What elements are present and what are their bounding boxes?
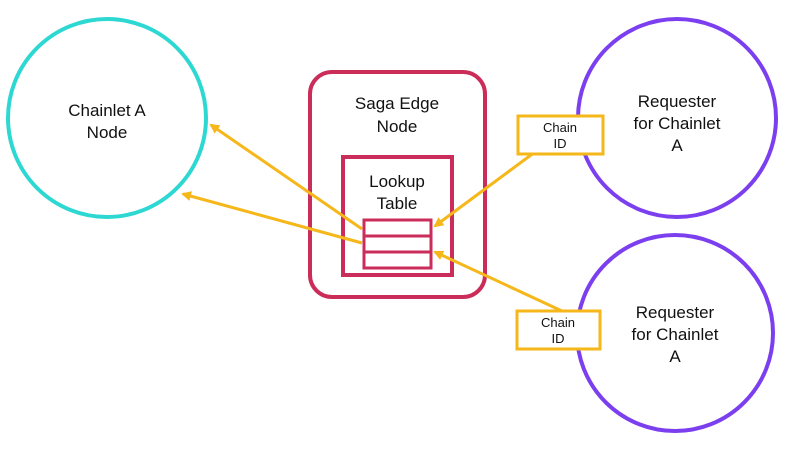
lookup-row	[362, 218, 433, 238]
chain-id-tag-top-box	[516, 114, 605, 156]
arrows	[181, 123, 578, 320]
chainlet-a-label-line2: Node	[87, 123, 128, 142]
chain-id-tag-bottom-line2: ID	[552, 331, 565, 346]
requester-bottom-line1: Requester	[636, 303, 715, 322]
saga-edge-label-line1: Saga Edge	[355, 94, 439, 113]
chain-id-tag-top-line2: ID	[554, 136, 567, 151]
saga-edge-node: Saga Edge Node Lookup Table	[308, 70, 487, 299]
requester-top-line2: for Chainlet	[634, 114, 721, 133]
lookup-table-label-line2: Table	[377, 194, 418, 213]
requester-top-node: Requester for Chainlet A	[576, 17, 778, 219]
chain-id-tag-bottom: Chain ID	[515, 309, 602, 351]
chain-id-tag-bottom-box	[515, 309, 602, 351]
requester-top-line3: A	[671, 136, 683, 155]
saga-edge-box	[308, 70, 487, 299]
requester-bottom-node: Requester for Chainlet A	[575, 233, 775, 433]
lookup-row	[362, 250, 433, 270]
arrow-table-to-chainlet-lower	[181, 191, 363, 245]
chainlet-a-label-line1: Chainlet A	[68, 101, 146, 120]
lookup-row	[362, 234, 433, 254]
arrow-requester-bottom-to-table	[433, 250, 578, 320]
requester-bottom-line2: for Chainlet	[632, 325, 719, 344]
chain-id-tag-top-line1: Chain	[543, 120, 577, 135]
saga-edge-label-line2: Node	[377, 117, 418, 136]
arrow-table-to-chainlet-upper	[209, 123, 363, 231]
lookup-table-label-line1: Lookup	[369, 172, 425, 191]
chainlet-a-node: Chainlet A Node	[6, 17, 208, 219]
requester-bottom-line3: A	[669, 347, 681, 366]
chain-id-tag-bottom-line1: Chain	[541, 315, 575, 330]
chainlet-a-circle	[6, 17, 208, 219]
requester-top-line1: Requester	[638, 92, 717, 111]
chain-id-tag-top: Chain ID	[516, 114, 605, 156]
lookup-table-rows	[362, 218, 433, 270]
arrow-requester-top-to-table	[433, 150, 536, 228]
